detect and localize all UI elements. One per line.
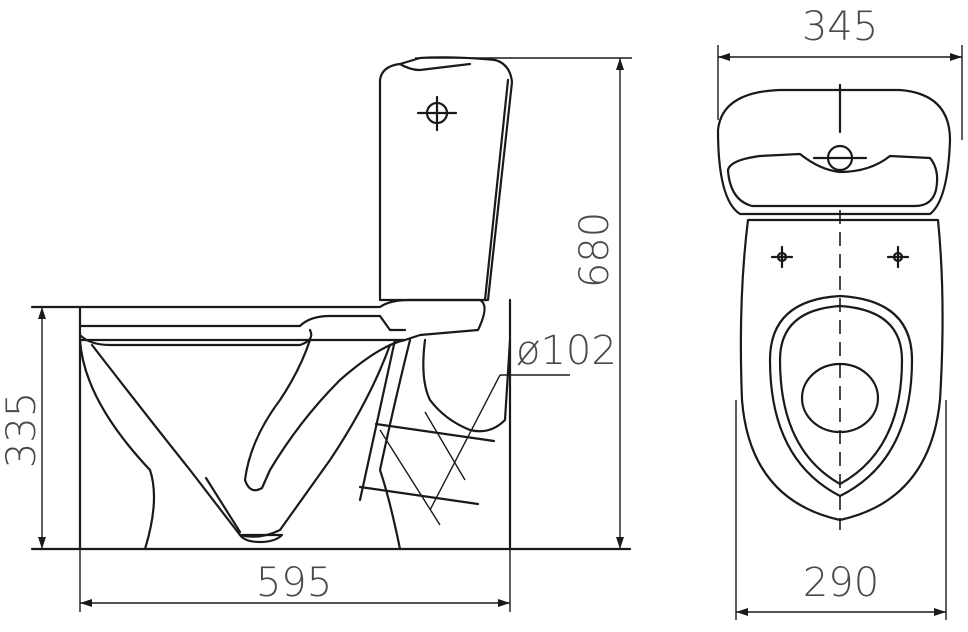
tank-top-outline xyxy=(716,88,952,216)
seat-ring-outer xyxy=(768,294,914,498)
outlet-diameter-label: ø102 xyxy=(516,328,617,374)
rear-base xyxy=(378,338,412,551)
height-680-label: 680 xyxy=(572,212,618,288)
outlet-body xyxy=(422,338,512,433)
depth-595-label: 595 xyxy=(256,560,332,606)
bowl-front xyxy=(78,338,156,551)
tank-outline xyxy=(378,56,514,302)
width-345-dimension xyxy=(717,45,963,140)
width-345-label: 345 xyxy=(802,4,878,50)
rear-inner-line xyxy=(358,338,397,502)
width-290-dimension xyxy=(735,400,947,620)
top-flush-button-icon xyxy=(812,83,868,172)
seat-ring-inner xyxy=(778,304,904,486)
height-335-label: 335 xyxy=(0,392,45,468)
hinge-left-icon xyxy=(770,245,794,269)
depth-595-dimension xyxy=(79,549,511,612)
trap-inner-line xyxy=(204,476,242,534)
bowl-rim xyxy=(30,298,486,342)
trapway xyxy=(243,338,407,492)
outlet-pipe xyxy=(358,374,570,526)
bowl-trap xyxy=(90,343,392,538)
seat-front xyxy=(78,328,313,347)
trap-bottom xyxy=(238,533,284,544)
top-view: 345 290 xyxy=(716,4,963,620)
flush-button-icon xyxy=(416,95,458,132)
tank-lid-edge xyxy=(398,62,472,72)
hinge-right-icon xyxy=(886,245,910,269)
seat-line xyxy=(78,314,407,332)
side-view: ø102 680 335 595 xyxy=(0,56,632,612)
tank-side-edge xyxy=(483,78,510,302)
height-680-dimension xyxy=(415,57,632,549)
tank-top-inner xyxy=(726,152,939,208)
width-290-label: 290 xyxy=(803,560,879,606)
height-335-dimension xyxy=(38,307,46,549)
